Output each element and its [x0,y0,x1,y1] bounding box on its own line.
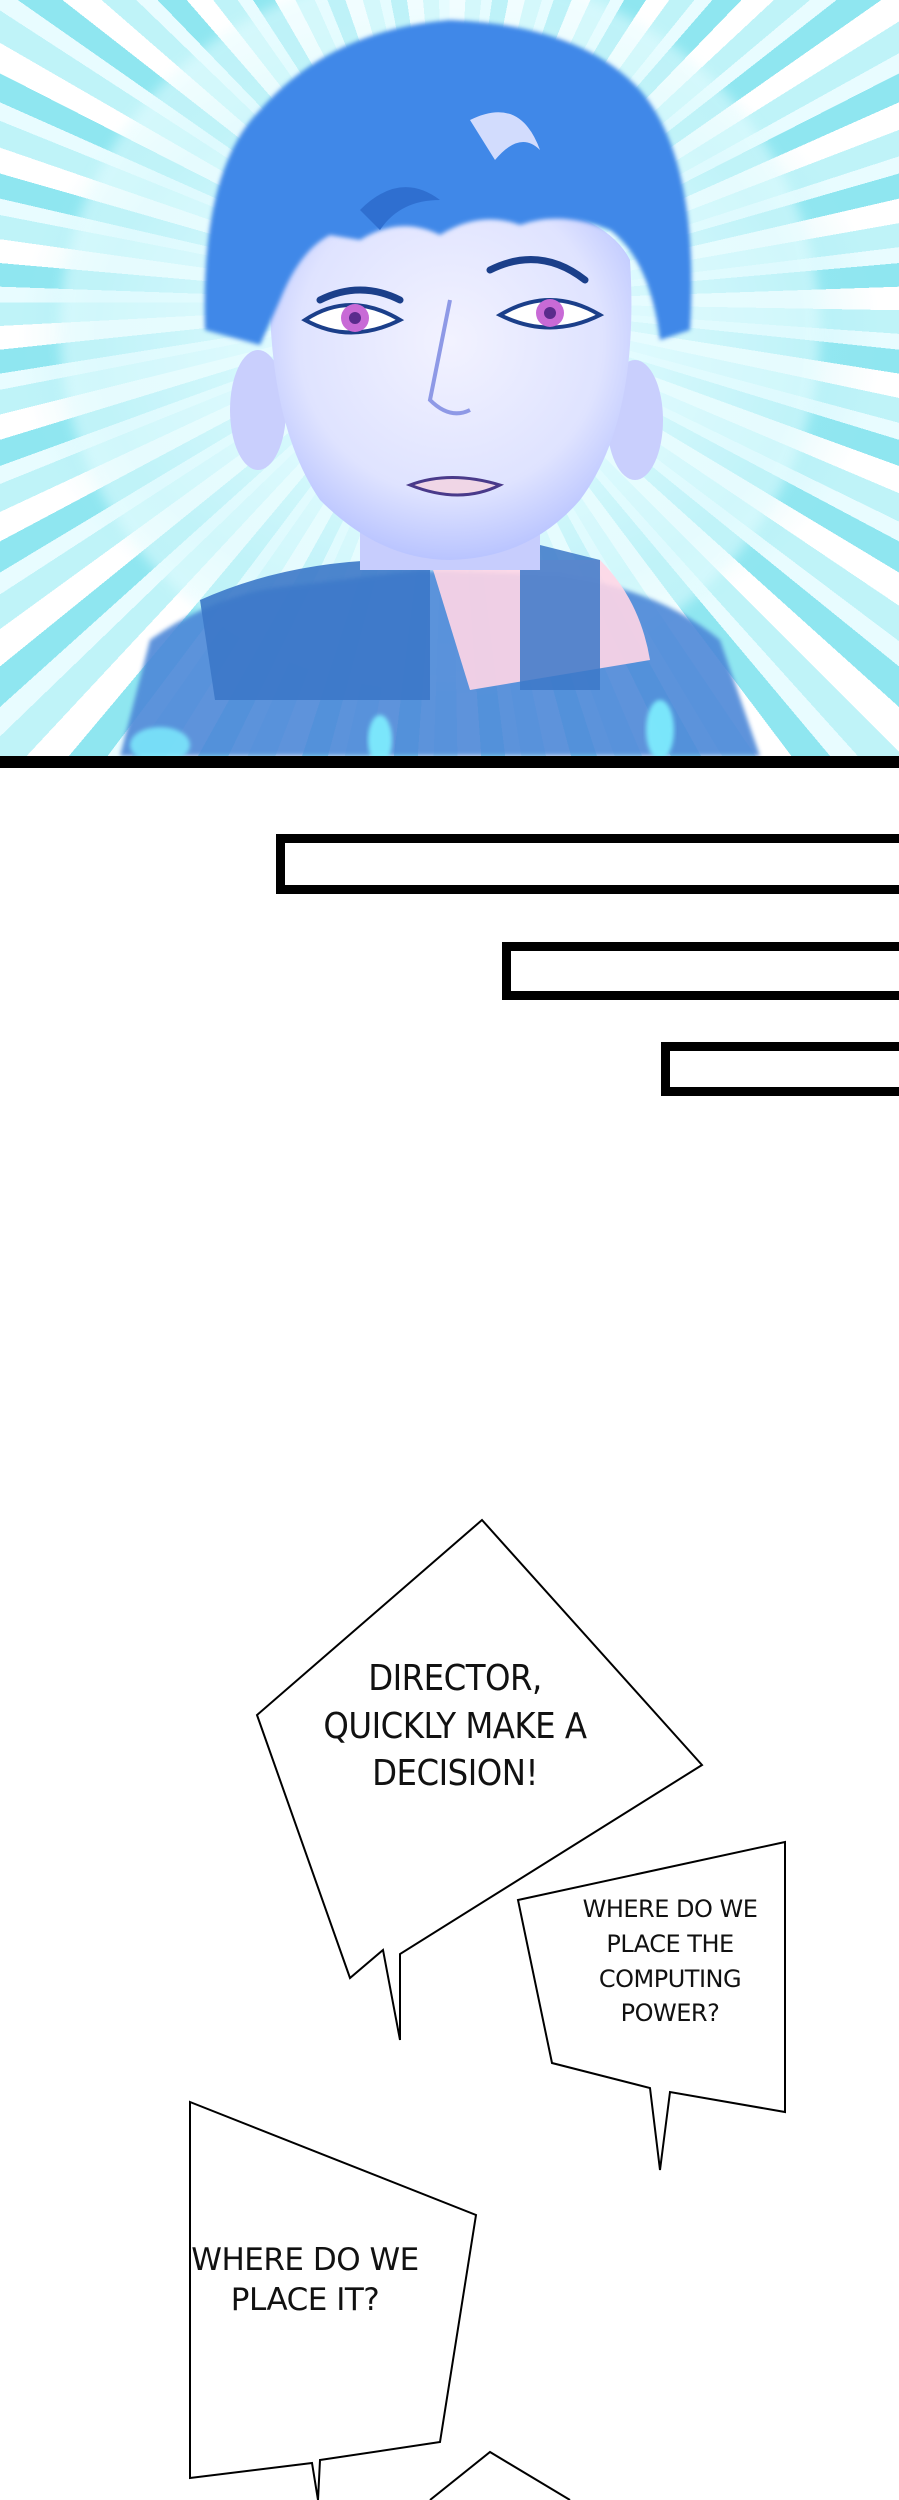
speech-bubble-1 [255,1518,704,2041]
speed-bar [502,942,899,1000]
speech-bubble-shapes [189,1518,786,2500]
glowing-face-icon [60,0,820,756]
bubble-text-2: WHERE DO WE PLACE THE COMPUTING POWER? [582,1895,758,2028]
speech-bubble-2 [516,1840,786,2171]
speed-bar [661,1042,899,1096]
bubble-text-1: DIRECTOR, QUICKLY MAKE A DECISION! [323,1658,587,1795]
speech-bubble-partial [429,2450,571,2500]
speech-bubble-3 [189,2100,478,2500]
speech-bubbles: DIRECTOR, QUICKLY MAKE A DECISION! WHERE… [0,1480,899,2500]
panel-border [0,756,899,768]
comic-panel-top [0,0,899,756]
speed-bar [276,834,899,894]
bubble-text-3: WHERE DO WE PLACE IT? [191,2242,419,2319]
